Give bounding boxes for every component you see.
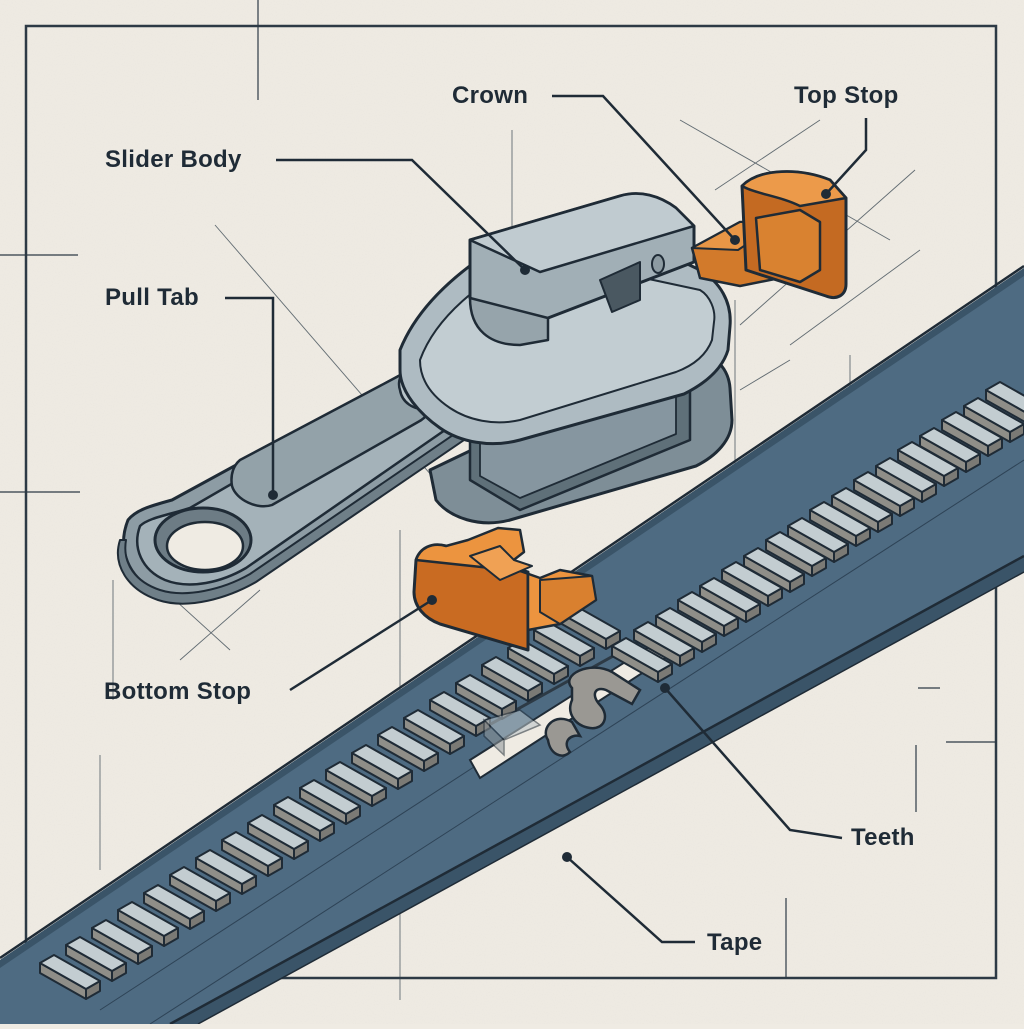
bottom-stop [412,526,598,652]
tooth [941,411,1003,457]
tooth [273,796,335,842]
tooth [39,954,101,1000]
dot-crown [730,235,740,245]
tooth [169,866,231,912]
tooth [677,591,739,637]
label-teeth: Teeth [851,824,915,851]
tooth [143,884,205,930]
tooth [507,639,569,685]
label-crown: Crown [452,82,529,109]
dot-top-stop [821,189,831,199]
tooth [633,621,695,667]
tooth [655,607,717,653]
tooth [91,919,153,965]
top-stop [690,170,848,299]
tooth [325,761,387,807]
leader-top-stop [825,118,868,195]
ghost-tooth [482,709,542,757]
tooth [809,501,871,547]
tooth [743,547,805,593]
tooth [963,397,1024,443]
leader-bottom-stop [289,598,433,692]
leader-teeth [664,687,843,840]
tooth [481,656,543,702]
label-bottom-stop: Bottom Stop [104,678,252,705]
tooth [831,487,893,533]
label-slider-body: Slider Body [105,146,242,173]
hook-tooth [544,666,642,757]
tooth [351,744,413,790]
tooth [117,901,179,947]
tooth [853,471,915,517]
slider-body [398,192,734,525]
label-pull-tab: Pull Tab [105,284,199,311]
tooth [699,577,761,623]
tooth [377,726,439,772]
leader-crown [552,94,736,241]
label-tape: Tape [707,929,763,956]
tooth [195,849,257,895]
leader-tape [566,856,695,944]
label-top-stop: Top Stop [794,82,899,109]
tooth [611,637,673,683]
dot-pull-tab [268,490,278,500]
dot-tape [562,852,572,862]
tooth [221,831,283,877]
leader-pull-tab [225,296,275,495]
tooth [787,517,849,563]
tooth [897,441,959,487]
tooth [919,427,981,473]
dot-bottom-stop [427,595,437,605]
leader-dots [268,189,831,862]
tooth [403,709,465,755]
leader-slider-body [276,158,526,271]
leader-lines [225,94,868,944]
dot-teeth [660,683,670,693]
tooth [299,779,361,825]
tooth [875,457,937,503]
tooth [721,561,783,607]
tooth [247,814,309,860]
tooth [985,381,1024,423]
dot-slider-body [520,265,530,275]
tooth [65,936,127,982]
